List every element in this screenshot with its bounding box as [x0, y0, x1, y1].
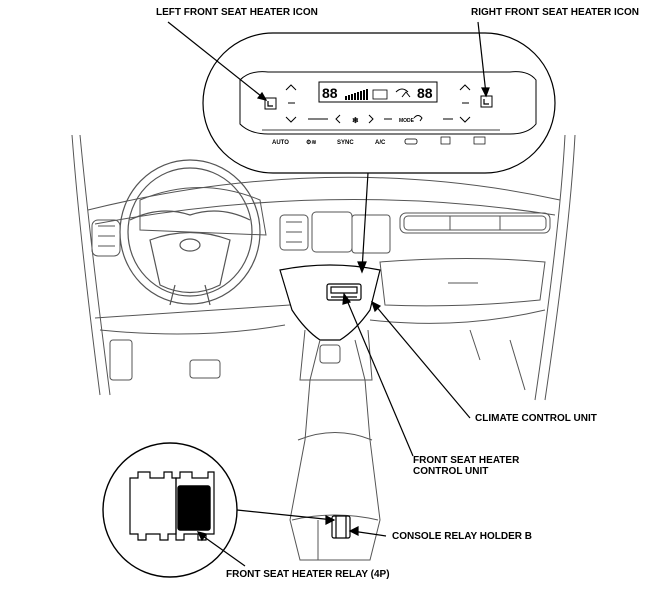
- steering-wheel: [119, 159, 261, 306]
- heater-control-unit-label-line2: CONTROL UNIT: [413, 466, 489, 477]
- display-temp-right: 88: [417, 85, 433, 101]
- recirculation-icon: [404, 138, 418, 145]
- fan-button-icon: ⚙≋: [306, 139, 316, 146]
- rear-defrost-icon: [473, 136, 486, 145]
- svg-text:❄: ❄: [352, 116, 359, 125]
- svg-text:MODE: MODE: [399, 118, 415, 124]
- center-console: [279, 264, 381, 561]
- climate-panel-closeup: [202, 32, 556, 174]
- display-temp-left: 88: [322, 85, 338, 101]
- left-seat-heater-icon: [264, 97, 277, 110]
- panel-buttons: AUTO ⚙≋ SYNC A/C: [272, 136, 486, 146]
- climate-control-unit-label: CLIMATE CONTROL UNIT: [475, 413, 597, 424]
- relay-closeup: [102, 442, 238, 578]
- right-front-seat-heater-icon-label: RIGHT FRONT SEAT HEATER ICON: [471, 7, 639, 18]
- front-seat-heater-relay-label: FRONT SEAT HEATER RELAY (4P): [226, 569, 390, 580]
- sync-button: SYNC: [337, 140, 354, 146]
- front-defrost-icon: [440, 136, 451, 145]
- left-front-seat-heater-icon-label: LEFT FRONT SEAT HEATER ICON: [156, 7, 318, 18]
- panel-display: 88 88: [318, 81, 438, 103]
- heater-control-unit-label-line1: FRONT SEAT HEATER: [413, 455, 520, 466]
- auto-button: AUTO: [272, 140, 289, 146]
- ac-button: A/C: [375, 140, 386, 146]
- fan-level-bars: [345, 89, 368, 100]
- console-relay-holder-label: CONSOLE RELAY HOLDER B: [392, 531, 533, 542]
- panel-controls: ❄ MODE: [285, 84, 471, 125]
- leader-lines: [167, 21, 490, 567]
- console-relay-holder-b: [331, 515, 351, 539]
